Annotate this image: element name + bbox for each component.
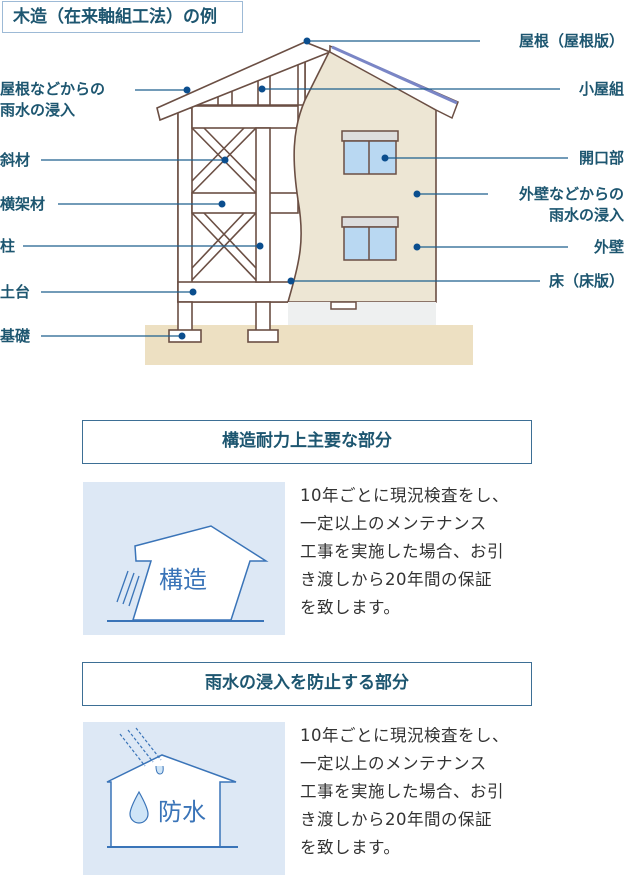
desc-line: 10年ごとに現況検査をし、 <box>300 486 509 505</box>
desc-line: き渡しから20年間の保証 <box>300 810 492 829</box>
label-exterior-wall: 外壁 <box>589 237 624 258</box>
label-roof: 屋根（屋根版） <box>514 31 624 52</box>
desc-line: き渡しから20年間の保証 <box>300 570 492 589</box>
label-beam: 横架材 <box>0 195 46 213</box>
desc-line: 10年ごとに現況検査をし、 <box>300 726 509 745</box>
desc-line: 工事を実施した場合、お引 <box>300 542 504 561</box>
label-floor: 床（床版） <box>544 271 624 292</box>
label-wall-leak: 外壁などからの雨水の浸入 <box>514 184 624 226</box>
label-line: 屋根などからの <box>0 80 106 98</box>
label-foundation: 基礎 <box>0 327 31 345</box>
label-truss: 小屋組 <box>574 79 624 100</box>
label-roof-leak: 屋根などからの雨水の浸入 <box>0 79 105 121</box>
desc-line: を致します。 <box>300 598 401 617</box>
structure-icon-label: 構造 <box>159 566 207 594</box>
waterproof-icon: 防水 <box>83 722 285 875</box>
label-diagonal: 斜材 <box>0 151 31 169</box>
section-desc-structure: 10年ごとに現況検査をし、一定以上のメンテナンス工事を実施した場合、お引き渡しか… <box>300 482 620 622</box>
structure-icon: 構造 <box>83 482 285 635</box>
desc-line: を致します。 <box>300 838 401 857</box>
section-heading-waterproof: 雨水の浸入を防止する部分 <box>82 662 532 706</box>
label-line: 雨水の浸入 <box>548 206 624 224</box>
waterproof-icon-label: 防水 <box>158 798 206 826</box>
desc-line: 工事を実施した場合、お引 <box>300 782 504 801</box>
section-desc-waterproof: 10年ごとに現況検査をし、一定以上のメンテナンス工事を実施した場合、お引き渡しか… <box>300 722 620 862</box>
desc-line: 一定以上のメンテナンス <box>300 754 487 773</box>
label-pillar: 柱 <box>0 237 16 255</box>
desc-line: 一定以上のメンテナンス <box>300 514 487 533</box>
section-heading-structure: 構造耐力上主要な部分 <box>82 420 532 464</box>
label-opening: 開口部 <box>574 148 624 169</box>
label-sill: 土台 <box>0 283 31 301</box>
house-diagram <box>23 37 568 365</box>
diagram-title: 木造（在来軸組工法）の例 <box>2 1 243 33</box>
label-line: 雨水の浸入 <box>0 101 76 119</box>
label-line: 外壁などからの <box>518 185 624 203</box>
